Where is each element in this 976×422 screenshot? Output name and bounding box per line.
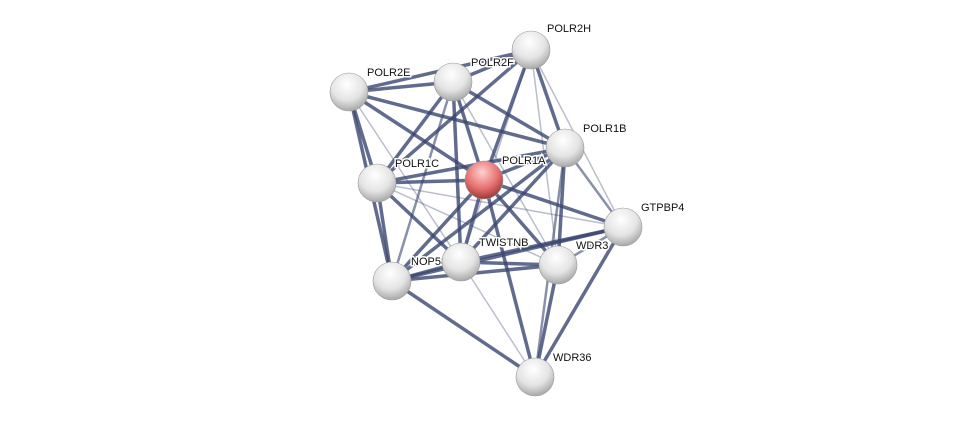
edge-polr2f-twistnb[interactable]: [451, 81, 463, 263]
node-label-polr1c: POLR1C: [395, 158, 439, 170]
edge-polr2h-polr1a[interactable]: [482, 49, 533, 181]
edge-polr2e-polr1a[interactable]: [348, 90, 485, 182]
edge-polr1b-polr1c[interactable]: [376, 146, 566, 185]
node-twistnb[interactable]: [441, 242, 481, 282]
edge-polr2h-polr1c[interactable]: [375, 48, 533, 185]
node-label-nop58: NOP58: [411, 256, 447, 268]
edge-polr1c-gtpbp4[interactable]: [376, 182, 624, 228]
node-label-gtpbp4: GTPBP4: [641, 202, 684, 214]
node-wdr3[interactable]: [538, 245, 578, 285]
edge-polr1a-wdr36[interactable]: [482, 179, 537, 378]
edge-twistnb-wdr36[interactable]: [460, 261, 536, 378]
node-label-polr1a: POLR1A: [502, 155, 546, 167]
node-label-polr2h: POLR2H: [547, 23, 591, 35]
edge-polr1c-wdr3[interactable]: [376, 182, 559, 266]
edge-polr1b-twistnb[interactable]: [459, 146, 567, 264]
node-polr2h[interactable]: [511, 30, 551, 70]
node-label-wdr36: WDR36: [553, 352, 592, 364]
node-gtpbp4[interactable]: [603, 207, 643, 247]
node-polr2f[interactable]: [433, 62, 473, 102]
edge-polr1a-gtpbp4[interactable]: [483, 178, 624, 229]
edge-nop58-wdr36[interactable]: [391, 279, 536, 379]
nodes-layer: POLR2H POLR2E POLR2F POLR1B POLR1A POLR1C GTPB…: [329, 22, 686, 397]
node-wdr36[interactable]: [515, 357, 555, 397]
node-polr1a[interactable]: [464, 160, 504, 200]
edge-gtpbp4-wdr36[interactable]: [533, 226, 625, 378]
edge-polr1a-nop58[interactable]: [390, 178, 486, 283]
edges-layer: [347, 48, 625, 379]
node-label-polr2e: POLR2E: [367, 67, 410, 79]
node-label-polr1b: POLR1B: [583, 123, 626, 135]
node-polr2e[interactable]: [329, 72, 369, 112]
node-polr1b[interactable]: [545, 128, 585, 168]
node-nop58[interactable]: [372, 261, 412, 301]
edge-nop58-gtpbp4[interactable]: [391, 225, 624, 283]
node-label-wdr3: WDR3: [576, 240, 608, 252]
node-label-polr2f: POLR2F: [471, 57, 514, 69]
edge-polr2f-polr1c[interactable]: [375, 80, 455, 185]
node-label-twistnb: TWISTNB: [479, 237, 529, 249]
edge-polr2f-wdr3[interactable]: [452, 81, 559, 266]
node-polr1c[interactable]: [357, 163, 397, 203]
edge-polr2e-polr1b[interactable]: [348, 90, 566, 150]
edge-polr1b-nop58[interactable]: [390, 146, 567, 283]
